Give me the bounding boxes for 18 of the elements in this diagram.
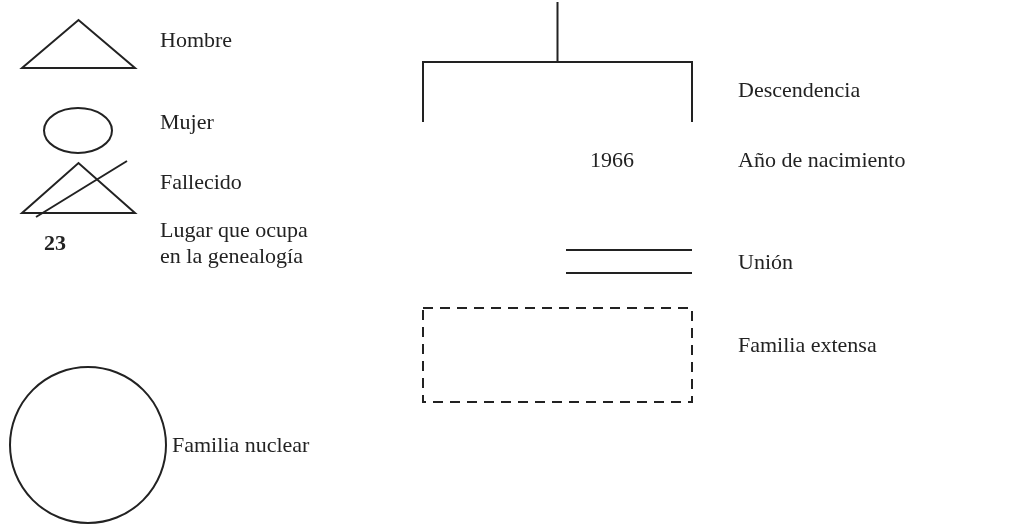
triangle-symbol [19,18,138,69]
legend-text: Familia nuclear [172,432,310,458]
dashed-box-symbol [422,307,693,403]
ellipse-symbol [43,107,113,154]
legend-text: Mujer [160,109,214,135]
legend-text: Hombre [160,27,233,53]
legend-text: Año de nacimiento [738,147,906,173]
legend-text: Familia extensa [738,332,877,358]
crossed-triangle-symbol [19,160,138,218]
legend-text: Descendencia [738,77,861,103]
symbol-sample-text: 1966 [590,147,634,173]
circle-symbol [9,366,167,524]
legend-text: Unión [738,249,793,275]
legend-text: Lugar que ocupa en la genealogía [160,217,309,269]
descent-bracket-symbol [422,1,693,123]
symbol-sample-text: 23 [44,230,66,256]
legend-text: Fallecido [160,169,242,195]
double-line-symbol [565,249,693,274]
